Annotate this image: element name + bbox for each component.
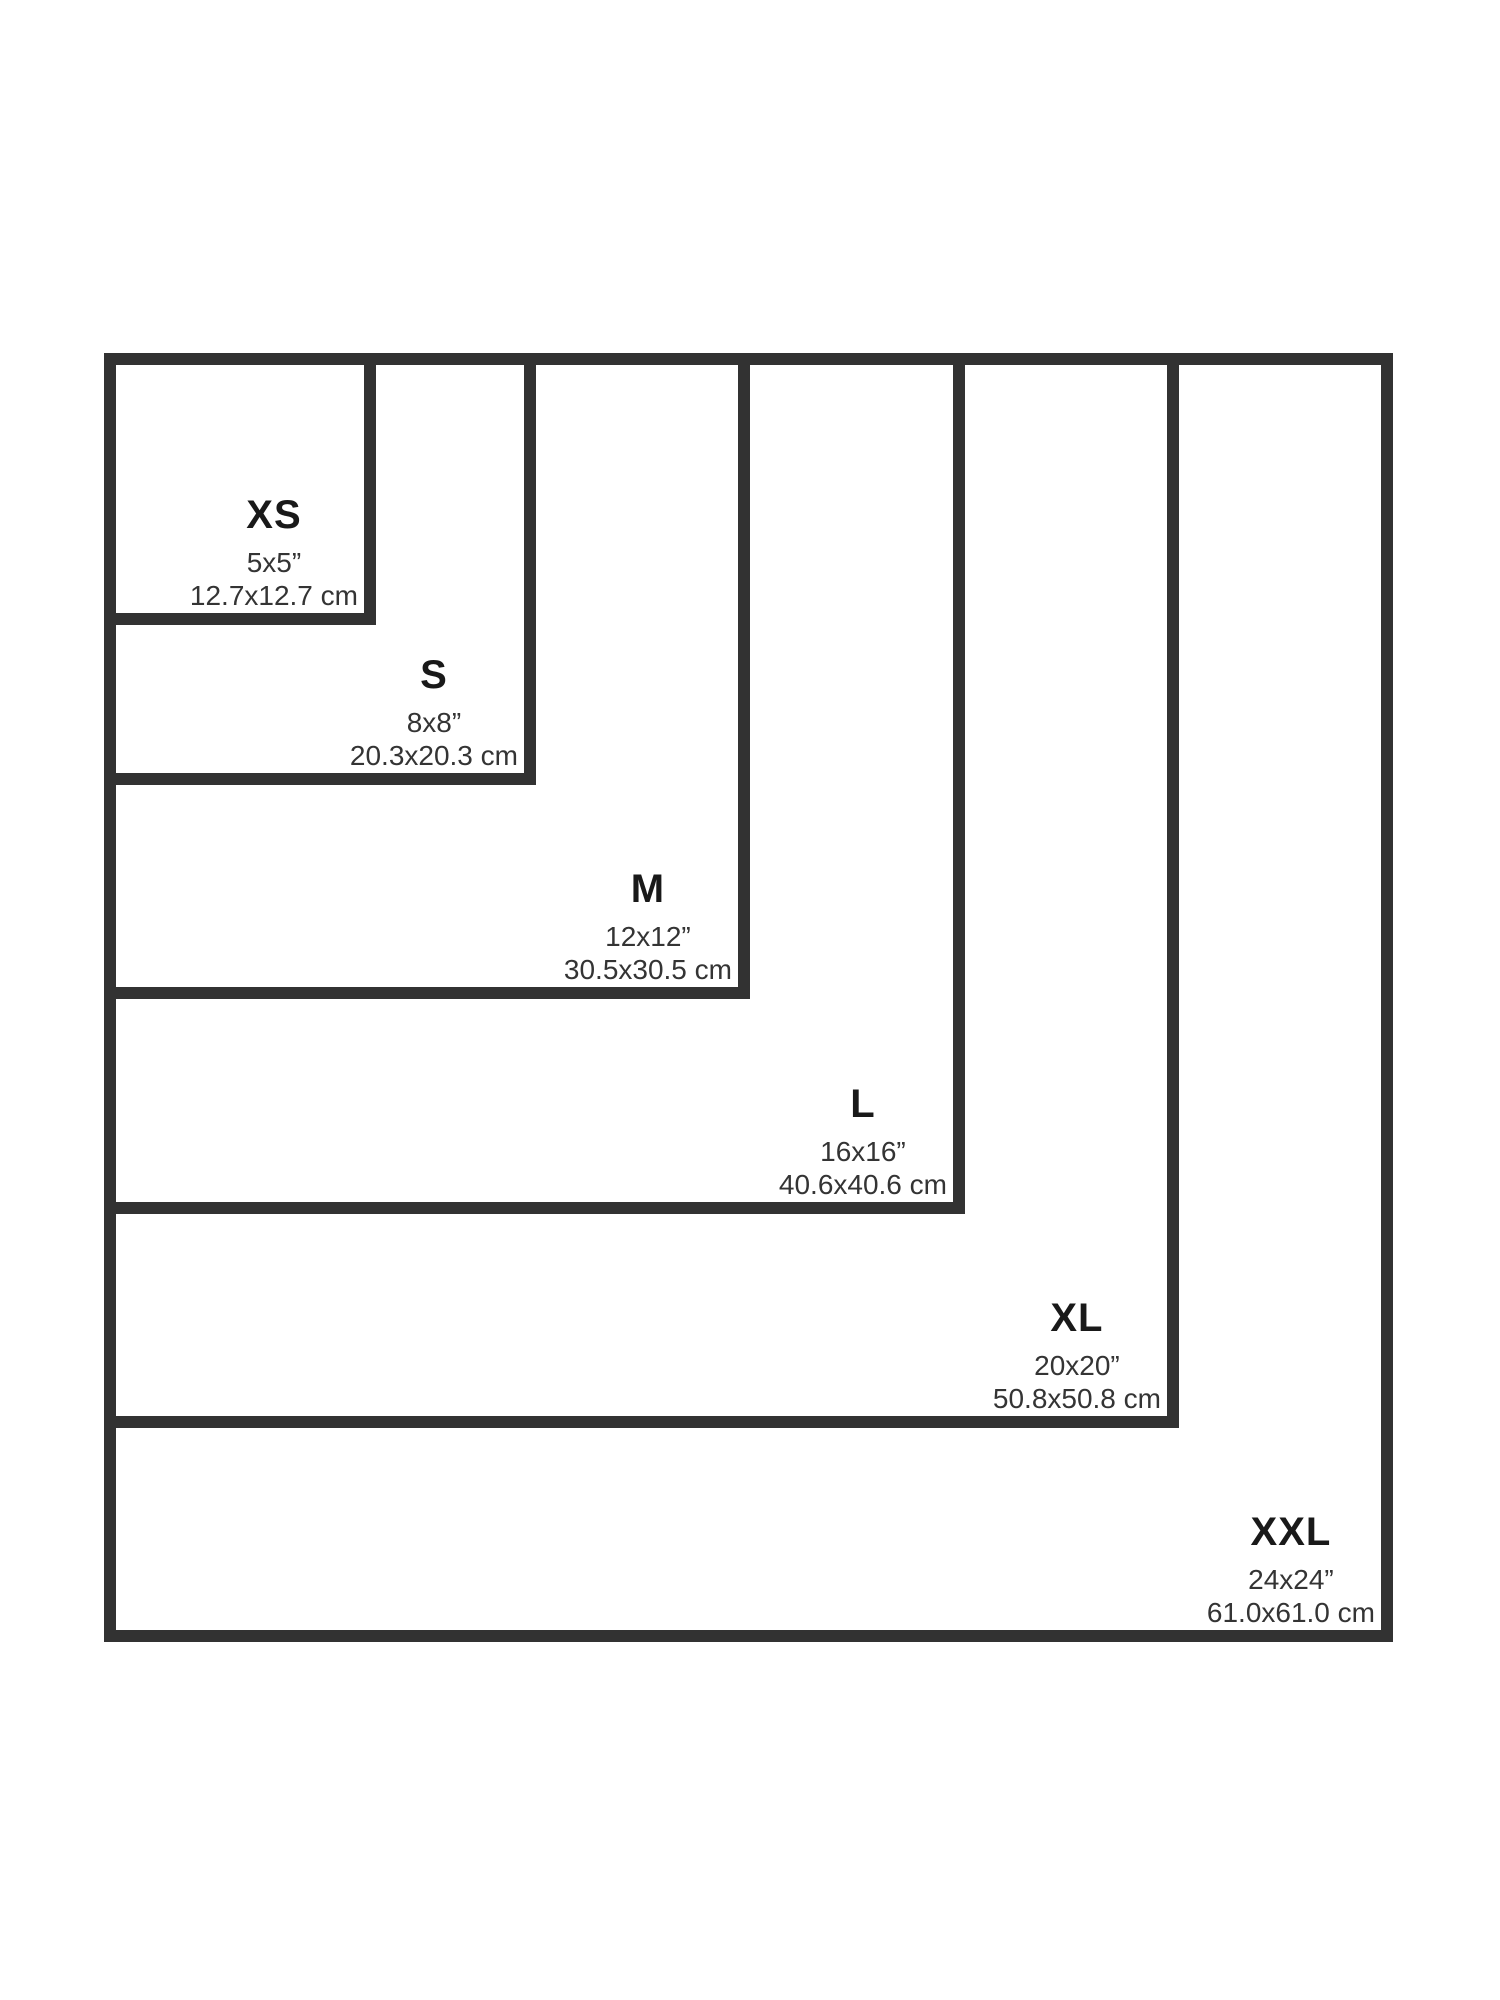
size-cm: 20.3x20.3 cm [349,740,518,772]
size-inches: 5x5” [246,546,302,578]
size-name: XXL [1250,1509,1332,1554]
size-name: L [850,1081,876,1126]
size-cm: 40.6x40.6 cm [778,1169,947,1201]
size-name: M [630,866,666,911]
size-inches: 8x8” [406,706,462,738]
size-cm: 61.0x61.0 cm [1206,1597,1375,1629]
size-label-xl: XL 20x20” 50.8x50.8 cm [993,1296,1161,1416]
size-label-xxl: XXL 24x24” 61.0x61.0 cm [1207,1510,1375,1630]
size-label-s: S 8x8” 20.3x20.3 cm [350,653,518,773]
size-inches: 16x16” [820,1135,906,1167]
size-label-m: M 12x12” 30.5x30.5 cm [564,867,732,987]
size-inches: 12x12” [605,920,691,952]
size-label-xs: XS 5x5” 12.7x12.7 cm [190,493,358,613]
size-label-l: L 16x16” 40.6x40.6 cm [779,1082,947,1202]
size-square-xs: XS 5x5” 12.7x12.7 cm [104,353,376,625]
size-inches: 24x24” [1248,1563,1334,1595]
size-name: S [420,652,448,697]
size-cm: 30.5x30.5 cm [563,954,732,986]
size-cm: 50.8x50.8 cm [992,1383,1161,1415]
size-inches: 20x20” [1034,1349,1120,1381]
size-name: XS [246,492,302,537]
size-cm: 12.7x12.7 cm [189,580,358,612]
size-name: XL [1050,1295,1104,1340]
